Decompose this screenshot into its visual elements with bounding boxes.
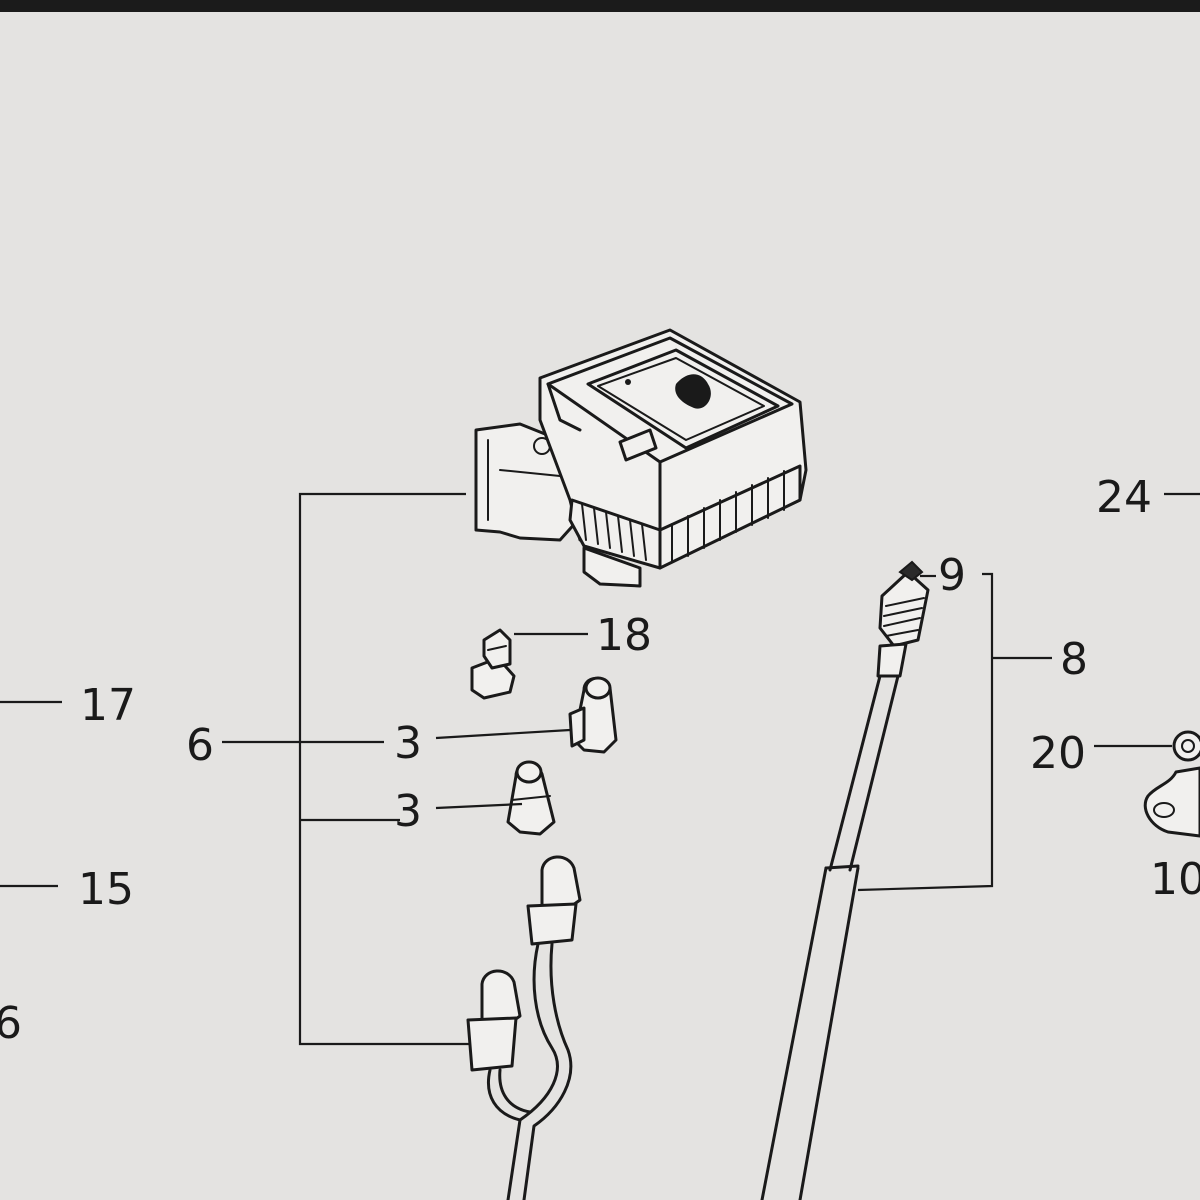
speedometer-cable	[760, 560, 930, 1200]
part-3-upper-socket	[568, 676, 618, 754]
callout-6-left-edge: 6	[0, 998, 22, 1049]
part-18-bolt	[470, 628, 516, 700]
callout-3-lower: 3	[394, 786, 422, 837]
callout-15: 15	[78, 864, 134, 915]
top-edge-band	[0, 0, 1200, 12]
part-20-10-clamp	[1143, 730, 1200, 838]
callout-8: 8	[1060, 634, 1088, 685]
callout-24: 24	[1096, 472, 1152, 523]
meter-housing	[474, 328, 808, 588]
callout-3-upper: 3	[394, 718, 422, 769]
leader-3-lower	[435, 802, 523, 810]
callout-10: 10	[1150, 854, 1200, 905]
callout-9: 9	[938, 550, 966, 601]
wiring-harness	[466, 855, 582, 1200]
leader-3-upper	[435, 728, 571, 740]
callout-20: 20	[1030, 728, 1086, 779]
bracket-8	[857, 572, 1052, 892]
part-3-lower-socket	[506, 760, 556, 836]
callout-6: 6	[186, 720, 214, 771]
callout-18: 18	[596, 610, 652, 661]
callout-17: 17	[80, 680, 136, 731]
bracket-6	[222, 492, 470, 1046]
housing-ribs	[581, 470, 785, 563]
